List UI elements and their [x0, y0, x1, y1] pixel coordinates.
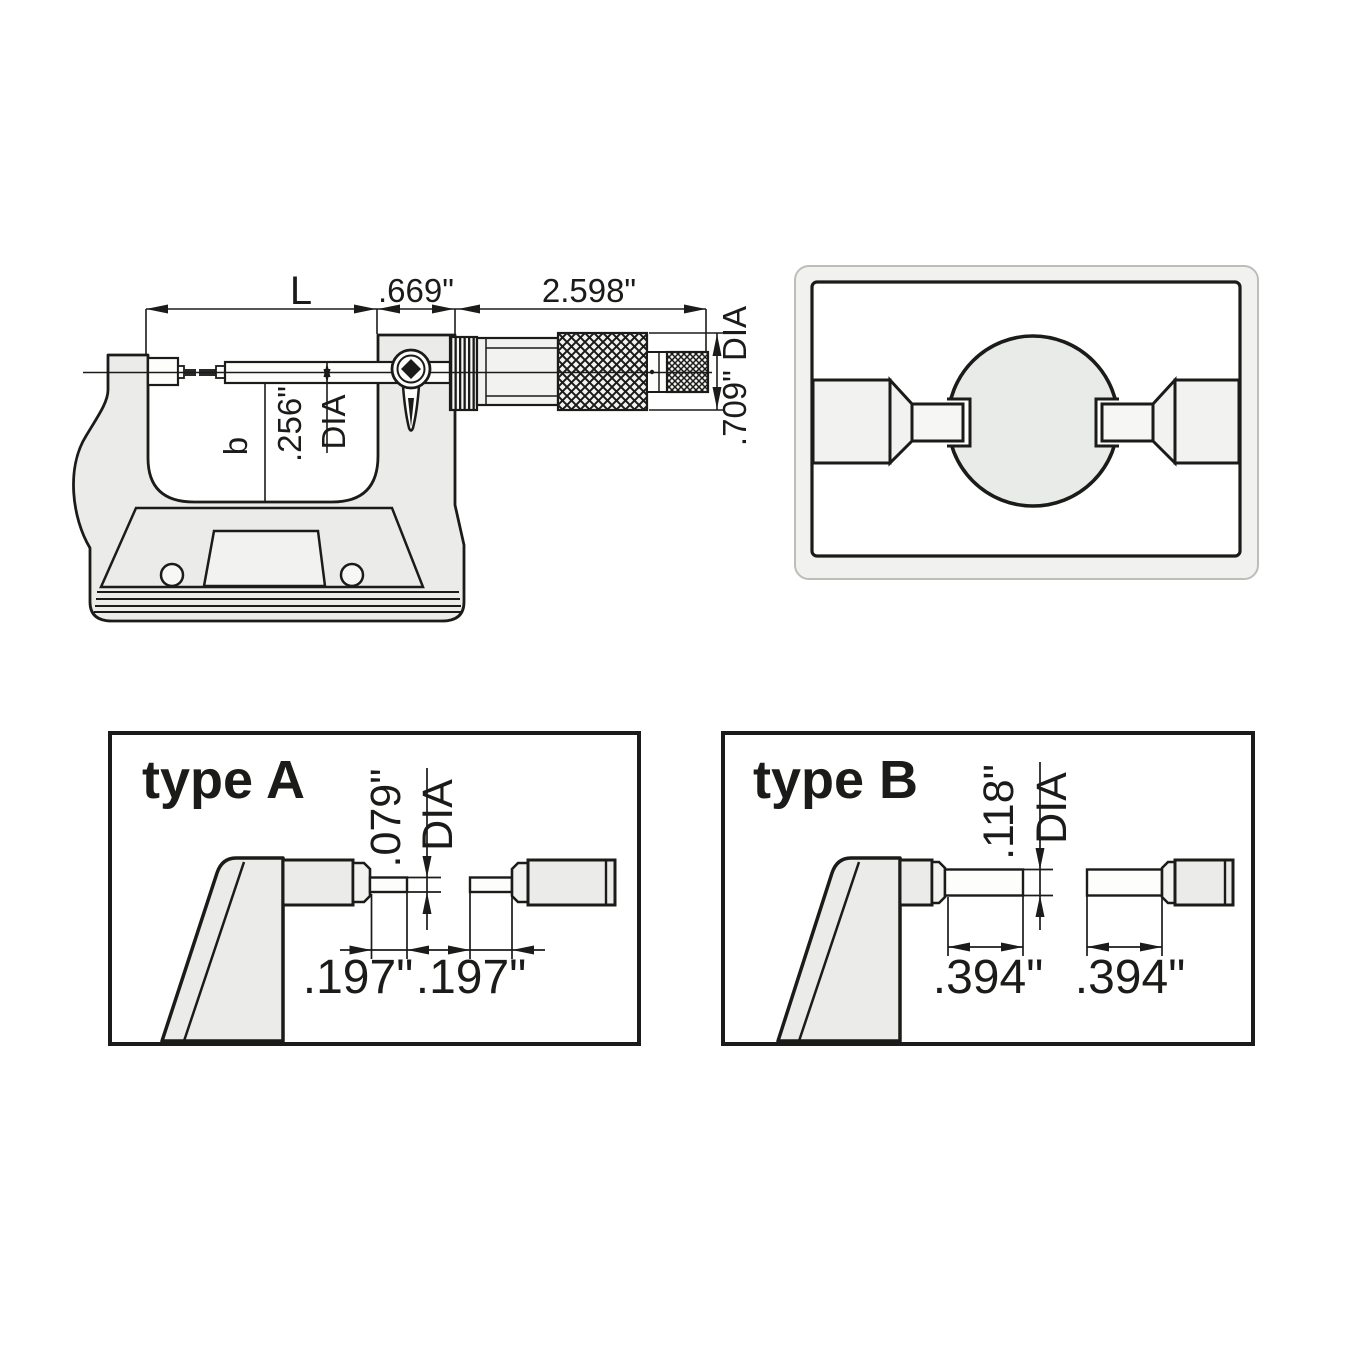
- sleeve-barrel: [475, 336, 560, 407]
- lock-lever-ring-inner: [396, 354, 426, 384]
- dim-256-suffix: DIA: [315, 394, 352, 449]
- type-b-pin-left: [943, 868, 1025, 897]
- type-b-title: type B: [753, 750, 918, 810]
- groove-edges: [947, 397, 1119, 448]
- type-a-anvil-bar: [281, 858, 355, 907]
- frame-base-window: [202, 529, 327, 588]
- type-a-length-right: .197": [416, 951, 526, 1004]
- lock-lever-diamond: [401, 359, 421, 379]
- type-a-dimension-lines: [340, 768, 545, 959]
- app-anvil-block-right: [1173, 378, 1241, 465]
- dim-2598-label: 2.598": [542, 272, 636, 309]
- frame-base-hole-left: [159, 562, 185, 588]
- type-b-anvil-bar: [898, 858, 934, 907]
- type-b-panel: type B .118" DIA: [721, 731, 1255, 1046]
- dim-b-label: b: [217, 437, 254, 455]
- app-pin-left: [910, 402, 965, 443]
- workpiece-circle: [946, 334, 1120, 508]
- type-a-dia-value: .079": [362, 769, 410, 868]
- lock-lever: [390, 348, 432, 432]
- type-a-frame-corner-inner-line: [182, 861, 246, 1042]
- type-a-spindle-bar: [526, 858, 617, 907]
- type-b-length-right: .394": [1075, 951, 1185, 1004]
- type-a-panel: type A .079" DIA .197: [108, 731, 641, 1046]
- dim-669-label: .669": [378, 272, 454, 309]
- micrometer-side-view: L .669" 2.598" .709" DIA .256" DIA b: [72, 269, 753, 623]
- type-b-spindle-tip: [1160, 860, 1177, 905]
- dim-L-label: L: [290, 269, 312, 313]
- type-a-dia-suffix: DIA: [414, 779, 462, 851]
- measuring-application-panel: [794, 265, 1259, 580]
- type-a-anvil-tip: [351, 861, 372, 904]
- app-anvil-block-left: [811, 378, 892, 465]
- type-a-frame-corner: [160, 856, 285, 1043]
- anvil-block: [146, 356, 180, 387]
- thimble-knurl: [556, 331, 649, 412]
- type-b-pin-right: [1085, 868, 1164, 897]
- frame-base-hole-right: [339, 562, 365, 588]
- frame-base-stack-lines: [94, 591, 462, 613]
- type-b-frame-corner: [776, 856, 902, 1043]
- app-pin-right: [1100, 402, 1155, 443]
- dim-256-value: .256": [271, 386, 308, 462]
- type-a-pin-right: [468, 876, 514, 894]
- dim-709-label: .709" DIA: [716, 306, 753, 446]
- type-a-title: type A: [142, 750, 305, 810]
- type-b-spindle-bar: [1173, 858, 1235, 907]
- type-b-dimension-arrows: [948, 848, 1162, 952]
- lock-lever-tail-core: [408, 398, 414, 427]
- dimension-arrows: [146, 304, 722, 409]
- type-b-anvil-tip: [930, 860, 947, 905]
- type-b-dia-value: .118": [975, 764, 1023, 860]
- type-b-frame-corner-inner-line: [797, 861, 861, 1042]
- type-a-length-left: .197": [303, 951, 413, 1004]
- type-a-dimension-arrows: [349, 856, 534, 955]
- type-a-pin-left: [368, 876, 409, 894]
- type-a-spindle-tip: [510, 861, 530, 904]
- type-b-length-left: .394": [933, 951, 1043, 1004]
- thimble-graduations: [448, 335, 479, 412]
- type-b-dia-suffix: DIA: [1028, 772, 1076, 844]
